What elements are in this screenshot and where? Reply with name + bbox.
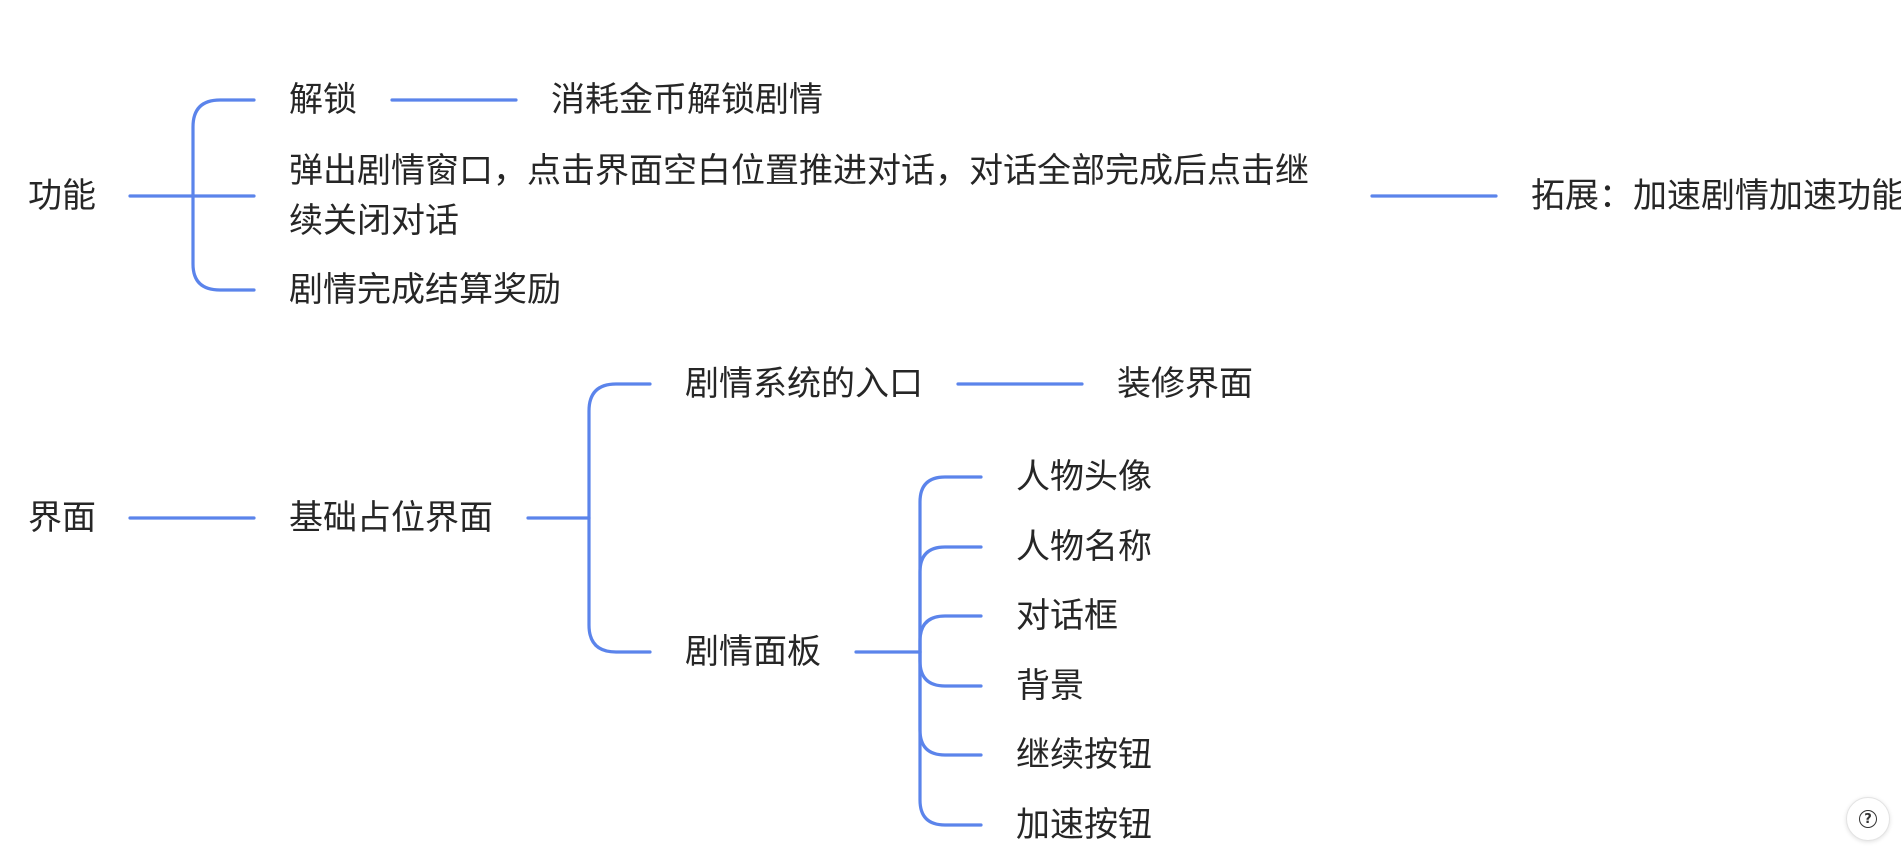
node-extension[interactable]: 拓展：加速剧情加速功能 (1531, 176, 1901, 216)
link-panel-item-1 (918, 475, 983, 654)
node-panel-item-dialog[interactable]: 对话框 (1016, 596, 1118, 636)
link-base-panel (587, 516, 652, 654)
node-panel-item-name[interactable]: 人物名称 (1016, 527, 1152, 567)
node-ui[interactable]: 界面 (28, 498, 96, 538)
node-function[interactable]: 功能 (28, 176, 96, 216)
node-panel-item-speedup[interactable]: 加速按钮 (1016, 805, 1152, 845)
node-panel-item-background[interactable]: 背景 (1016, 666, 1084, 706)
node-panel-item-avatar[interactable]: 人物头像 (1016, 457, 1152, 497)
question-circle-icon: ? (1859, 810, 1877, 828)
node-entry-detail[interactable]: 装修界面 (1117, 364, 1253, 404)
link-function-unlock (191, 98, 256, 198)
help-button[interactable]: ? (1846, 797, 1890, 841)
node-settle[interactable]: 剧情完成结算奖励 (289, 270, 561, 310)
node-popup[interactable]: 弹出剧情窗口，点击界面空白位置推进对话，对话全部完成后点击继续关闭对话 (289, 151, 1309, 241)
node-panel-item-continue[interactable]: 继续按钮 (1016, 735, 1152, 775)
node-unlock[interactable]: 解锁 (289, 80, 357, 120)
link-panel-item-4 (918, 650, 983, 688)
link-function-settle (191, 194, 256, 292)
link-panel-item-2 (918, 545, 983, 654)
node-unlock-detail[interactable]: 消耗金币解锁剧情 (551, 80, 823, 120)
link-base-entry (587, 382, 652, 520)
link-panel-item-5 (918, 650, 983, 757)
node-entry[interactable]: 剧情系统的入口 (685, 364, 923, 404)
link-panel-item-6 (918, 650, 983, 827)
link-panel-item-3 (918, 614, 983, 654)
node-panel[interactable]: 剧情面板 (685, 632, 821, 672)
node-base[interactable]: 基础占位界面 (289, 498, 493, 538)
